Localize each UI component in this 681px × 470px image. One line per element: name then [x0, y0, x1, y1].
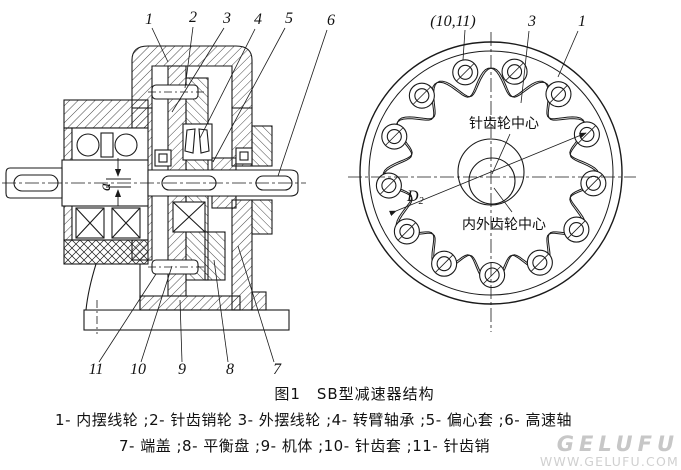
end-cover-flange	[251, 125, 273, 167]
bearing-ball	[114, 133, 138, 157]
pin-circle-diameter-line	[389, 132, 587, 217]
pin	[479, 261, 506, 289]
crank-arm-bearing	[182, 123, 213, 161]
inner-race-left	[154, 149, 172, 167]
watermark-brand: GELUFU	[556, 432, 679, 456]
section-view	[2, 26, 328, 363]
inner-race-right	[235, 147, 253, 165]
front-leaders	[462, 29, 579, 213]
legend-line-2: 7- 端盖 ;8- 平衡盘 ;9- 机体 ;10- 针齿套 ;11- 针齿销	[119, 437, 490, 455]
pin-and-sleeve-bottom	[148, 259, 206, 275]
pin	[381, 123, 408, 150]
figure-caption: 图1 SB型减速器结构	[274, 385, 435, 403]
pin	[580, 170, 607, 197]
callout-7: 7	[273, 361, 282, 378]
pin	[393, 218, 420, 245]
watermark-url: WWW.GELUFU.COM	[539, 454, 679, 469]
dim-letter: D	[406, 188, 419, 205]
pin	[408, 82, 435, 109]
callout-9: 9	[178, 361, 186, 378]
callout-pin-pair: (10,11)	[430, 13, 475, 30]
output-bearing-lower	[63, 204, 149, 265]
pin	[573, 121, 600, 148]
balance-disc	[172, 201, 226, 281]
callout-1: 1	[145, 11, 153, 28]
pin-and-sleeve-top	[148, 84, 206, 100]
eccentricity-label: a	[97, 183, 114, 191]
callout-2: 2	[189, 9, 197, 26]
callout-10: 10	[130, 361, 146, 378]
pin-gear-center-label: 针齿轮中心	[469, 116, 539, 132]
machine-base	[83, 263, 290, 334]
section-leaders	[98, 26, 328, 363]
front-view	[348, 29, 636, 332]
pin	[563, 216, 590, 243]
callout-ring: 1	[578, 13, 586, 30]
pin-circle-dim-label: D2	[406, 188, 424, 207]
pin	[452, 59, 479, 86]
eccentricity-dimension	[106, 158, 131, 206]
legend-line-1: 1- 内摆线轮 ;2- 针齿销轮 3- 外摆线轮 ;4- 转臂轴承 ;5- 偏心…	[55, 411, 572, 429]
callout-disc: 3	[527, 13, 536, 30]
pin	[526, 249, 553, 276]
pin	[545, 81, 572, 108]
callout-8: 8	[226, 361, 234, 378]
bearing-ball	[76, 133, 100, 157]
callout-6: 6	[327, 12, 335, 29]
callout-4: 4	[254, 11, 262, 28]
callout-3: 3	[222, 10, 231, 27]
high-speed-shaft	[147, 169, 299, 197]
dim-subscript: 2	[419, 196, 424, 207]
pin	[501, 58, 528, 85]
eccentric-sleeve	[211, 157, 237, 209]
callout-11: 11	[89, 361, 104, 378]
callout-5: 5	[285, 10, 293, 27]
gear-center-label: 内外齿轮中心	[462, 217, 546, 233]
pin	[431, 250, 458, 277]
